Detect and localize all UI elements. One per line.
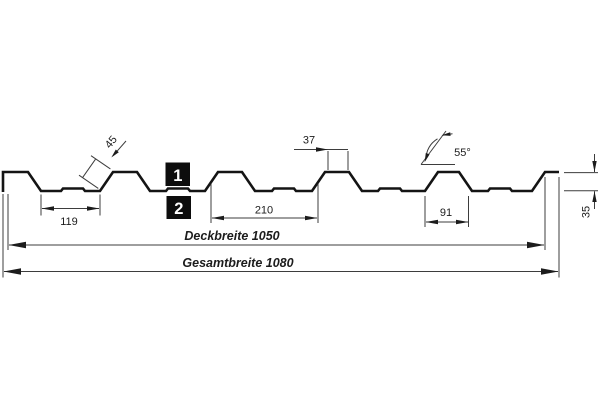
arrowhead [111, 149, 119, 158]
side-marker-1-label: 1 [173, 167, 182, 185]
dim-crest-width: 37 [294, 135, 349, 170]
dim-overall-width-label: Gesamtbreite 1080 [182, 256, 293, 270]
dim-rib-base-label: 91 [440, 207, 452, 219]
arrowhead [3, 268, 21, 275]
side-marker-2-label: 2 [174, 200, 183, 218]
dim-flank-angle: 55° [420, 130, 471, 165]
dim-flank-angle-label: 55° [454, 147, 471, 159]
dim-height-label: 35 [581, 206, 593, 218]
arrowhead [316, 147, 328, 152]
dim-valley-width-label: 119 [60, 216, 78, 228]
arrowhead [592, 161, 597, 172]
arrowhead [424, 153, 430, 163]
arrowhead [211, 215, 224, 221]
arrowhead [8, 241, 26, 249]
dim-crest-width-label: 37 [303, 135, 315, 147]
dim-overall-width: Gesamtbreite 1080 [2, 177, 560, 278]
dim-slope-length: 45 [78, 134, 127, 189]
arrowhead [425, 219, 438, 225]
arrowhead [87, 206, 100, 211]
side-marker-2: 2 [166, 196, 191, 219]
dim-pitch-label: 210 [255, 205, 273, 217]
arrowhead [527, 241, 545, 249]
side-marker-1: 1 [165, 162, 190, 186]
dim-pitch: 210 [210, 184, 319, 223]
arrowhead [592, 191, 597, 202]
dim-cover-width-label: Deckbreite 1050 [184, 229, 279, 243]
dim-rib-base: 91 [424, 196, 469, 227]
profile-outline [1, 170, 559, 193]
arrowhead [441, 132, 451, 136]
dim-height: 35 [564, 154, 598, 218]
arrowhead [541, 268, 559, 275]
dim-valley-width: 119 [40, 194, 101, 228]
arrowhead [305, 215, 318, 221]
arrowhead [456, 219, 469, 225]
arrowhead [41, 206, 54, 211]
dim-cover-width: Deckbreite 1050 [7, 177, 546, 250]
dim-slope-length-label: 45 [103, 134, 120, 151]
